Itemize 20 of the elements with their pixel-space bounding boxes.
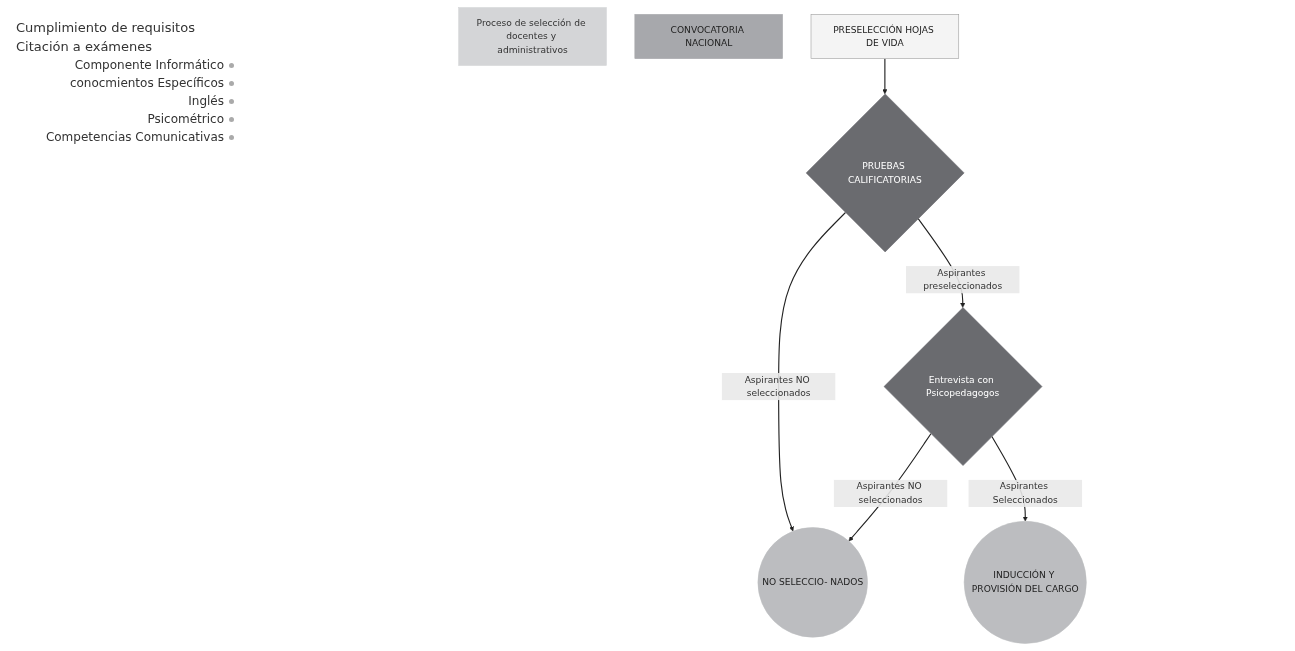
edge-label: Aspirantes NO seleccionados [744, 374, 811, 399]
note-text: Cumplimiento de requisitos [16, 20, 196, 35]
node-diamond: PRUEBAS CALIFICATORIAS [805, 93, 965, 253]
edge-label: Aspirantes NO seleccionados [856, 480, 923, 506]
node-box: CONVOCATORIA NACIONAL [634, 14, 783, 59]
edge-label: Aspirantes preseleccionados [923, 267, 1003, 292]
note-text: Citación a exámenes [16, 39, 154, 54]
arrow [882, 58, 888, 95]
node-box: Proceso de selección de docentes y administrativos [458, 7, 607, 66]
test-list-item: Componente Informático [74, 58, 224, 72]
test-list-item: Psicométrico [147, 112, 224, 126]
node-box: PRESELECCIÓN HOJAS DE VIDA [810, 14, 960, 59]
node-diamond: Entrevista con Psicopedagogos [883, 307, 1043, 466]
test-list-item: conocmientos Específicos [69, 76, 224, 90]
test-list-item: Competencias Comunicativas [45, 130, 224, 144]
edge-label: Aspirantes Seleccionados [992, 480, 1058, 506]
arrow [778, 211, 847, 532]
node-circle: NO SELECCIO- NADOS [757, 527, 868, 638]
node-circle: INDUCCIÓN Y PROVISIÓN DEL CARGO [963, 521, 1087, 644]
test-list-item: Inglés [188, 94, 224, 108]
